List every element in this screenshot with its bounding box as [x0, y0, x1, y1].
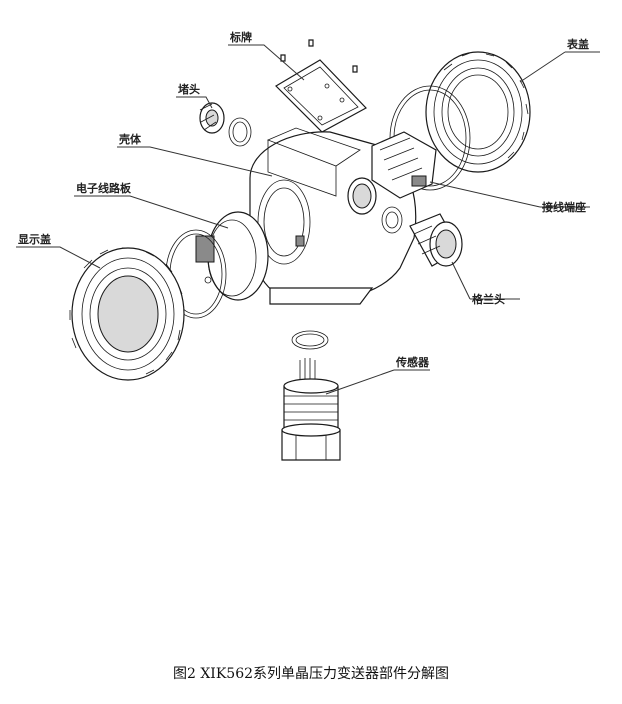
label-cable-gland: 格兰头 [472, 292, 505, 306]
nameplate-part [275, 59, 367, 133]
label-blind-plug: 堵头 [178, 82, 200, 96]
sensor-o-ring [291, 330, 329, 350]
label-display-cover: 显示盖 [18, 232, 51, 246]
label-electronics-board: 电子线路板 [76, 181, 132, 195]
sensor-part [281, 358, 341, 461]
display-cover-part [69, 247, 185, 381]
label-housing: 壳体 [118, 132, 142, 146]
electronics-board-part [195, 211, 269, 301]
label-rear-cover: 表盖 [566, 37, 589, 51]
rear-cover-part [425, 51, 531, 173]
label-sensor: 传感器 [395, 355, 430, 369]
leader-lines [16, 44, 600, 395]
figure-caption: 图2 XIK562系列单晶压力变送器部件分解图 [173, 666, 449, 682]
terminal-block-part [371, 131, 437, 199]
nameplate-screws [280, 39, 358, 73]
blind-plug-part [199, 102, 225, 134]
side-port-ring [381, 206, 403, 234]
label-nameplate: 标牌 [229, 30, 252, 44]
cable-gland-part [409, 213, 463, 267]
label-terminal-block: 接线端座 [542, 200, 586, 214]
plug-washer [228, 117, 252, 147]
